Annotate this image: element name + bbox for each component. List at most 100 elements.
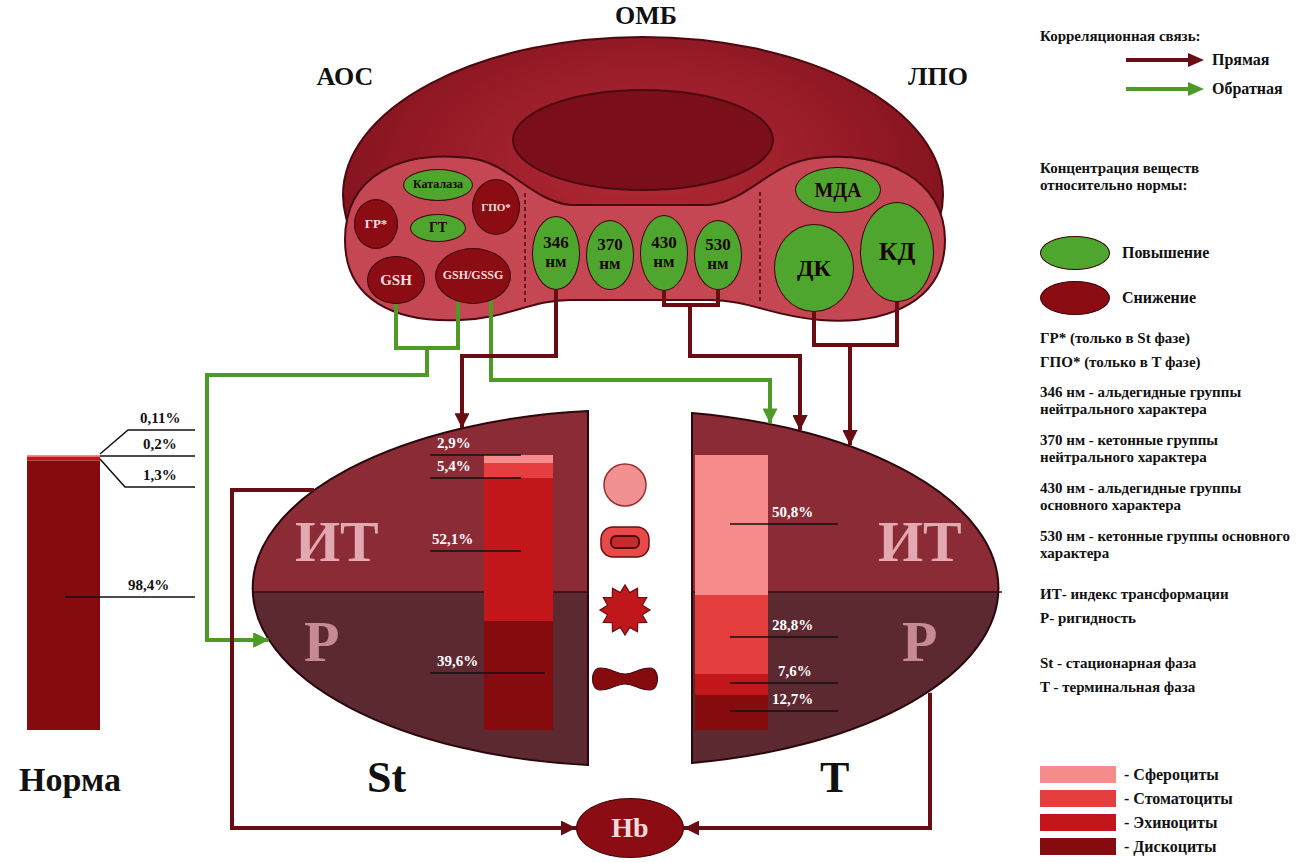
leader-line xyxy=(430,672,545,674)
node-text: Hb xyxy=(611,813,648,844)
wavelength-oval: 530 нм xyxy=(694,220,742,290)
rigidity-fill xyxy=(692,413,998,763)
label-holder: Концентрация веществ относительно нормы: xyxy=(1040,160,1270,194)
legend-text-holder: Повышение xyxy=(1122,244,1209,261)
node-text: 430 нм xyxy=(651,234,677,271)
legend-text-holder: - Дискоциты xyxy=(1124,838,1216,855)
t-bar-segments xyxy=(695,455,768,730)
legend-note: Р- ригидность xyxy=(1040,610,1136,627)
legend-text: - Дискоциты xyxy=(1124,838,1216,855)
wavelength-oval: 346 нм xyxy=(532,216,580,290)
leader-lines xyxy=(65,430,838,711)
legend-note: T - терминальная фаза xyxy=(1040,679,1195,696)
bar-segment xyxy=(695,455,768,595)
legend-arrow xyxy=(1122,80,1208,98)
arrow-shaft xyxy=(1126,87,1192,91)
label-holder: 39,6% xyxy=(437,653,478,670)
connector xyxy=(690,290,800,430)
label-holder: 52,1% xyxy=(432,531,473,548)
legend-oval xyxy=(1040,236,1110,270)
legend-text: Обратная xyxy=(1212,80,1283,97)
percent-label: 50,8% xyxy=(772,504,813,521)
percent-label: 52,1% xyxy=(432,531,473,548)
arrow-head xyxy=(1188,53,1204,67)
bar-segment xyxy=(27,461,100,730)
percent-label: 39,6% xyxy=(437,653,478,670)
connector xyxy=(850,302,897,445)
label-holder: 28,8% xyxy=(772,617,813,634)
legend-note: 430 нм - альдегидные группы основного ха… xyxy=(1040,480,1290,514)
index-region: ИТ xyxy=(252,410,588,592)
legend-text-holder: Обратная xyxy=(1212,80,1283,97)
percent-label: 12,7% xyxy=(772,691,813,708)
legend-text: Снижение xyxy=(1122,289,1196,306)
node-text: ИТ xyxy=(878,510,962,574)
node-text: ГТ xyxy=(429,220,447,235)
rigidity-region: Р xyxy=(252,592,588,768)
norm-bar-segments xyxy=(27,455,100,730)
erythrocyte-torus xyxy=(343,37,945,353)
torus-hole xyxy=(513,90,773,190)
connector xyxy=(207,304,427,640)
node-text: St xyxy=(367,754,406,802)
node-text: Р xyxy=(304,610,339,674)
label-holder: 50,8% xyxy=(772,504,813,521)
percent-label: 0,11% xyxy=(140,410,180,427)
node-text: ГР* xyxy=(365,217,388,231)
region-heading: АОС xyxy=(317,62,374,92)
leader-line xyxy=(430,550,521,552)
node-text: МДА xyxy=(814,179,861,201)
leader-line xyxy=(430,454,521,456)
label-holder: АОС xyxy=(317,62,374,92)
stomatocyte-slot xyxy=(611,536,639,548)
arrow-shaft xyxy=(1126,58,1192,62)
wavelength-oval: 430 нм xyxy=(640,215,688,291)
legend-text: - Стоматоциты xyxy=(1124,790,1233,807)
legend-note: 370 нм - кетонные группы нейтрального ха… xyxy=(1040,432,1290,466)
legend-text-holder: - Стоматоциты xyxy=(1124,790,1233,807)
connector xyxy=(462,290,556,428)
enzyme-oval: ГТ xyxy=(410,214,466,242)
region-heading: ЛПО xyxy=(908,62,968,92)
bar-segment xyxy=(484,463,553,478)
legend-note: ИТ- индекс трансформации xyxy=(1040,586,1229,603)
leader-line xyxy=(100,459,195,487)
node-text: Р xyxy=(902,610,937,674)
percent-label: 28,8% xyxy=(772,617,813,634)
rigidity-region: Р xyxy=(692,592,1012,768)
label-holder: ГПО* (только в T фазе) xyxy=(1040,354,1201,371)
label-holder: St - стационарная фаза xyxy=(1040,655,1196,672)
bar-segment xyxy=(27,457,100,461)
node-text: T xyxy=(820,754,849,802)
label-holder: Р- ригидность xyxy=(1040,610,1136,627)
index-fill xyxy=(253,411,588,592)
node-text: ГПО* xyxy=(481,201,511,213)
leader-line xyxy=(100,430,195,454)
percent-label: 5,4% xyxy=(437,458,471,475)
node-text: Норма xyxy=(19,761,121,798)
stomatocyte-icon xyxy=(601,527,649,557)
label-holder: 7,6% xyxy=(778,663,812,680)
leader-line xyxy=(430,477,521,479)
connector xyxy=(684,693,930,828)
discocyte-icon xyxy=(593,668,658,690)
connector xyxy=(664,291,800,430)
legend-swatch xyxy=(1040,790,1116,807)
half-outline xyxy=(253,411,588,765)
label-holder: ИТ- индекс трансформации xyxy=(1040,586,1229,603)
label-holder: 370 нм - кетонные группы нейтрального ха… xyxy=(1040,432,1290,466)
label-holder: Корреляционная связь: xyxy=(1040,28,1201,45)
bar-segment xyxy=(695,674,768,695)
label-holder: ЛПО xyxy=(908,62,968,92)
label-holder: 98,4% xyxy=(128,577,169,594)
half-outline xyxy=(692,413,998,763)
label-holder: 5,4% xyxy=(437,458,471,475)
glutathione-oval: GSH xyxy=(367,256,425,304)
leader-line xyxy=(730,710,838,712)
percent-label: 7,6% xyxy=(778,663,812,680)
label-holder: 346 нм - альдегидные группы нейтрального… xyxy=(1040,384,1290,418)
legend-text-holder: - Сфероциты xyxy=(1124,766,1219,783)
bar-segment xyxy=(484,478,553,621)
label-holder: 0,11% xyxy=(140,410,180,427)
